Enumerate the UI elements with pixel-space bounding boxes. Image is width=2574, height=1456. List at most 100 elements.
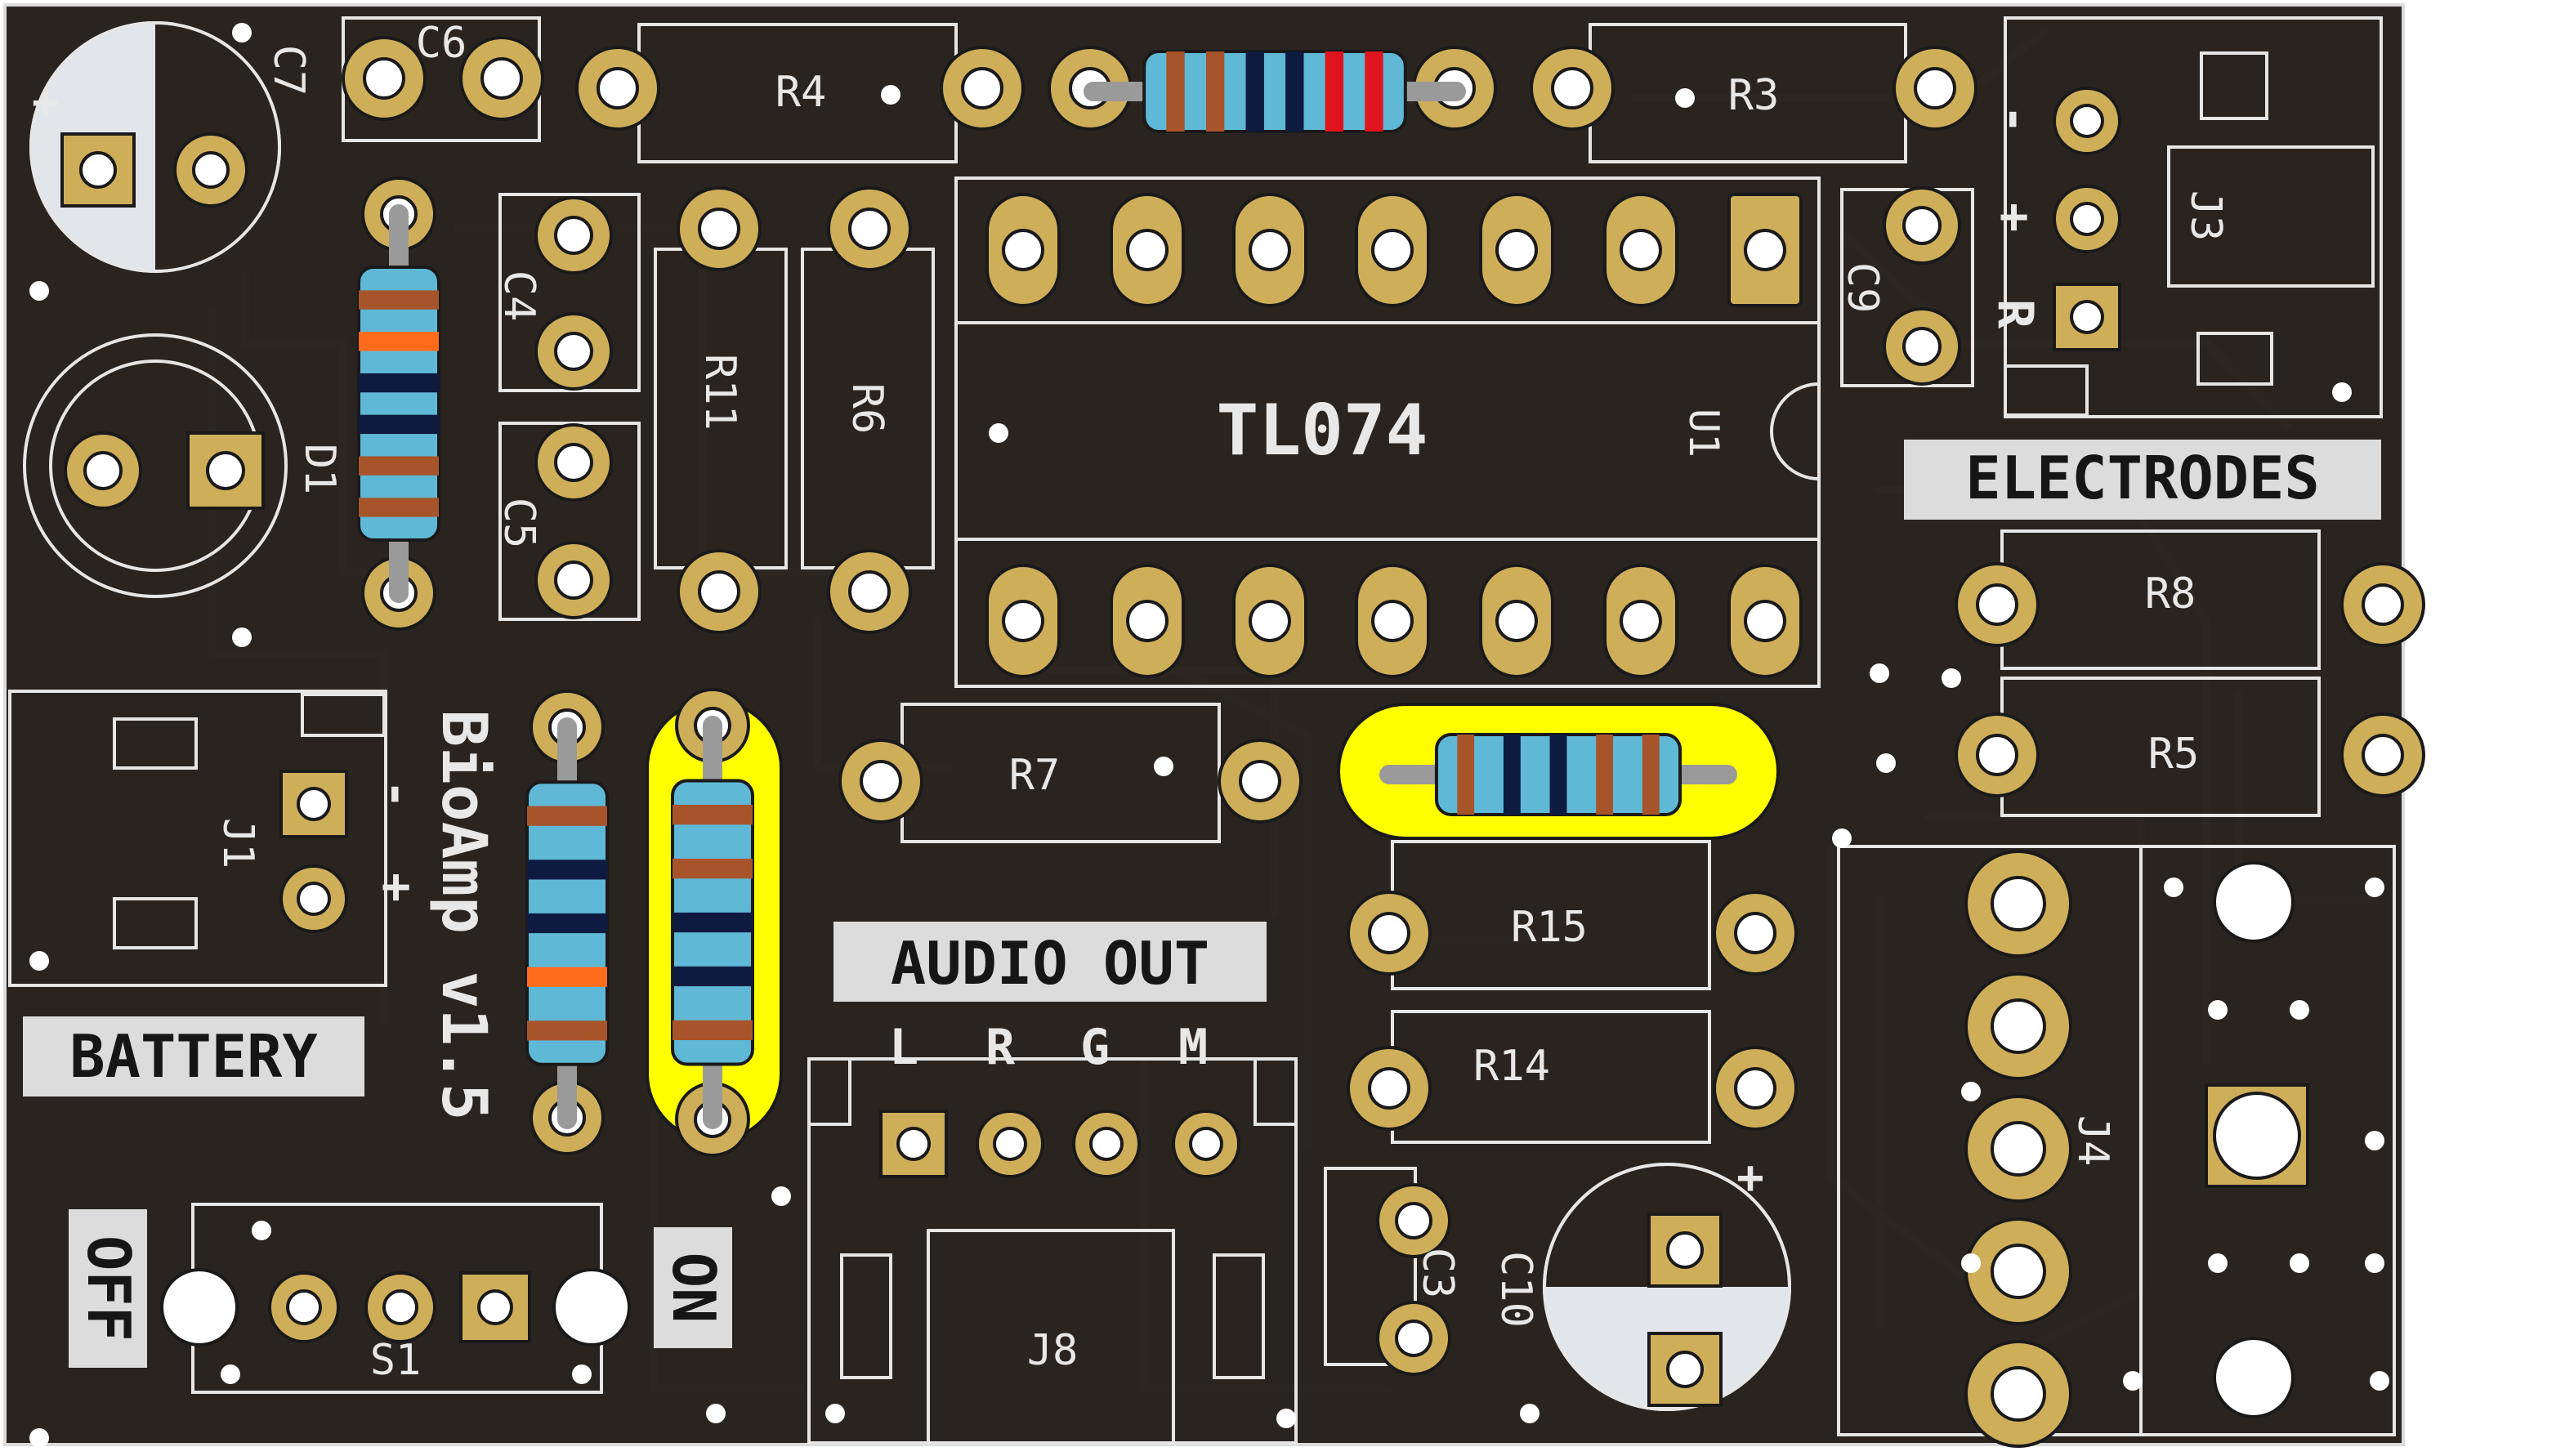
via bbox=[232, 628, 252, 647]
via bbox=[881, 85, 900, 105]
via bbox=[1961, 1253, 1981, 1273]
pad-hole bbox=[1734, 1067, 1776, 1110]
via bbox=[572, 1364, 592, 1384]
pad-hole bbox=[1249, 600, 1291, 642]
pad-hole bbox=[1914, 67, 1956, 109]
via bbox=[989, 423, 1008, 443]
ref-r3: R3 bbox=[1728, 71, 1780, 120]
audio-out-label-box bbox=[833, 922, 1267, 1002]
ref-s1: S1 bbox=[370, 1336, 422, 1385]
pad-hole bbox=[1189, 1127, 1223, 1161]
ref-c3: C3 bbox=[1413, 1248, 1462, 1299]
ref-r15: R15 bbox=[1511, 903, 1588, 952]
pin-labels: L R G M - + - + R + + bbox=[32, 76, 2044, 1204]
via bbox=[2208, 1000, 2228, 1020]
battery-pin-minus: - bbox=[369, 779, 426, 809]
pad-hole bbox=[1902, 327, 1942, 366]
off-label: OFF bbox=[74, 1235, 143, 1342]
pad-hole bbox=[1002, 600, 1044, 642]
pad-hole bbox=[1126, 600, 1169, 642]
pad-hole bbox=[1620, 229, 1662, 271]
pad-hole bbox=[848, 570, 891, 613]
via bbox=[221, 1364, 240, 1384]
pad-hole bbox=[1976, 734, 2018, 776]
ref-j8: J8 bbox=[1027, 1326, 1079, 1375]
via bbox=[232, 23, 252, 42]
pad-hole bbox=[1744, 600, 1786, 642]
audio-pin-g: G bbox=[1080, 1019, 1110, 1076]
ref-r14: R14 bbox=[1473, 1042, 1550, 1091]
component-labels: C6 C7 C4 C5 C9 C3 C10 R4 R3 R11 R6 R7 R8… bbox=[213, 19, 2230, 1385]
audio-out-label: AUDIO OUT bbox=[891, 929, 1209, 998]
pad-hole bbox=[2070, 202, 2104, 236]
via bbox=[2164, 878, 2183, 897]
ref-j3: J3 bbox=[2181, 190, 2230, 242]
pad-hole bbox=[1976, 583, 2018, 626]
ref-c6: C6 bbox=[416, 19, 467, 68]
off-label-box bbox=[69, 1209, 147, 1368]
on-label: ON bbox=[659, 1253, 728, 1324]
ic-ref: U1 bbox=[1680, 409, 1727, 458]
pad-hole bbox=[192, 151, 230, 189]
via bbox=[2365, 878, 2384, 897]
ref-j4: J4 bbox=[2068, 1115, 2117, 1167]
cap-c7-plus: + bbox=[32, 76, 60, 129]
pad-hole bbox=[83, 451, 123, 490]
pad-hole bbox=[554, 561, 593, 600]
version-label: BioAmp v1.5 bbox=[428, 709, 501, 1120]
pad-hole bbox=[1666, 1231, 1704, 1269]
via bbox=[706, 1404, 726, 1423]
mounting-hole bbox=[552, 1268, 631, 1347]
cap-c10-plus: + bbox=[1736, 1151, 1764, 1204]
battery-label-box bbox=[23, 1016, 364, 1096]
pad-hole bbox=[1666, 1351, 1704, 1388]
pad-hole bbox=[2362, 583, 2404, 626]
mounting-hole bbox=[2213, 1337, 2295, 1418]
ref-r6: R6 bbox=[842, 383, 892, 435]
pad-hole bbox=[554, 443, 593, 482]
mounting-hole bbox=[2213, 861, 2295, 943]
mounting-hole bbox=[160, 1268, 239, 1347]
pad-hole bbox=[1902, 206, 1942, 245]
via bbox=[1276, 1409, 1296, 1428]
via bbox=[2332, 382, 2352, 402]
pad-hole bbox=[1249, 229, 1291, 271]
pad-hole bbox=[2070, 300, 2104, 334]
pad-hole bbox=[363, 57, 405, 100]
pad-hole bbox=[1991, 1244, 2046, 1299]
electrodes-label-box bbox=[1904, 440, 2381, 520]
via bbox=[1832, 828, 1852, 848]
ref-c9: C9 bbox=[1838, 262, 1887, 314]
pad-hole bbox=[698, 208, 740, 250]
via bbox=[2365, 1253, 2384, 1273]
electrode-pin-minus: - bbox=[1986, 105, 2044, 134]
jack-hole bbox=[2213, 1092, 2301, 1180]
via bbox=[1942, 668, 1961, 688]
pad-hole bbox=[1371, 600, 1414, 642]
resistor bbox=[671, 716, 754, 1129]
via bbox=[1961, 1082, 1981, 1101]
pad-hole bbox=[286, 1289, 322, 1325]
via bbox=[252, 1221, 271, 1240]
pad-hole bbox=[848, 208, 891, 250]
resistor bbox=[1379, 733, 1737, 816]
ref-d1: D1 bbox=[295, 444, 344, 495]
via bbox=[1675, 88, 1695, 108]
battery-label: BATTERY bbox=[69, 1022, 318, 1091]
electrodes-label: ELECTRODES bbox=[1965, 444, 2319, 512]
ref-r5: R5 bbox=[2148, 730, 2200, 779]
pad-hole bbox=[79, 151, 117, 189]
pad-hole bbox=[860, 760, 902, 802]
ic-name: TL074 bbox=[1217, 390, 1428, 471]
pad-hole bbox=[961, 67, 1003, 109]
pad-hole bbox=[1395, 1202, 1432, 1239]
ref-c5: C5 bbox=[494, 498, 543, 549]
pad-hole bbox=[896, 1127, 931, 1161]
ref-r11: R11 bbox=[695, 354, 744, 431]
ref-j1: J1 bbox=[213, 818, 262, 869]
pad-hole bbox=[2362, 734, 2404, 776]
pad-hole bbox=[1551, 67, 1593, 109]
pad-hole bbox=[554, 216, 593, 255]
pad-hole bbox=[1620, 600, 1662, 642]
